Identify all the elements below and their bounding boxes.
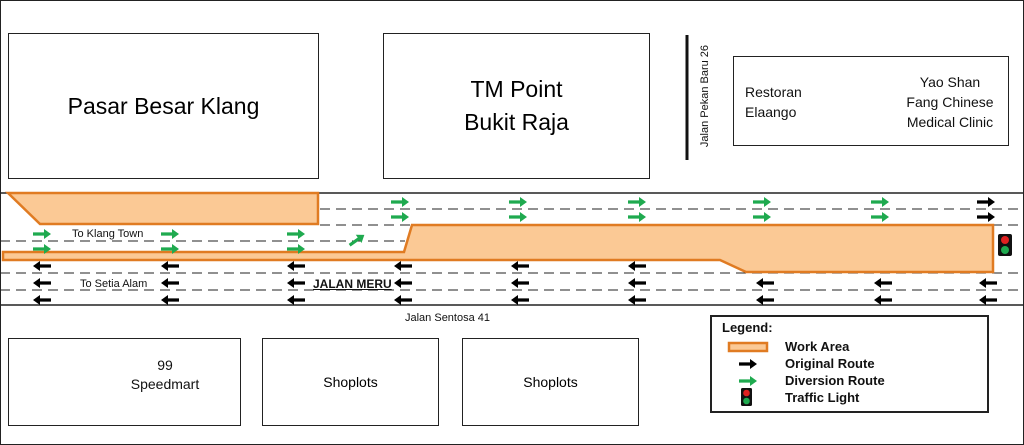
original-arrow-icon — [161, 295, 179, 305]
building-label: TM Point — [470, 76, 563, 102]
original-arrow-icon — [287, 261, 305, 271]
original-arrow-icon — [977, 197, 995, 207]
jalan-pekan-baru-label: Jalan Pekan Baru 26 — [699, 44, 711, 148]
original-arrow-icon — [33, 261, 51, 271]
original-arrow-icon — [756, 278, 774, 288]
diversion-arrow-icon — [161, 244, 179, 254]
original-arrow-icon — [628, 278, 646, 288]
legend-work-area-swatch — [727, 341, 769, 353]
original-arrow-icon — [756, 295, 774, 305]
original-arrow-icon — [394, 261, 412, 271]
legend-diversion-route-label: Diversion Route — [785, 373, 885, 388]
original-arrow-icon — [394, 278, 412, 288]
building-label: Shoplots — [523, 374, 578, 390]
diversion-arrow-icon — [509, 197, 527, 207]
diversion-arrow-icon — [348, 234, 365, 247]
traffic-light-icon — [998, 234, 1012, 256]
diversion-arrow-icon — [287, 229, 305, 239]
jalan-meru-label: JALAN MERU — [313, 277, 392, 291]
legend-traffic-light-icon — [741, 388, 752, 406]
legend-traffic-light-label: Traffic Light — [785, 390, 860, 405]
to-setia-alam-label: To Setia Alam — [80, 278, 148, 290]
diversion-arrow-icon — [33, 229, 51, 239]
diversion-arrow-icon — [628, 212, 646, 222]
legend-title: Legend: — [722, 320, 773, 335]
original-arrow-icon — [161, 278, 179, 288]
original-arrow-icon — [511, 261, 529, 271]
original-arrow-icon — [511, 295, 529, 305]
original-arrow-icon — [874, 278, 892, 288]
legend-original-arrow-icon — [739, 359, 757, 369]
original-arrow-icon — [979, 278, 997, 288]
diversion-arrow-icon — [161, 229, 179, 239]
diversion-arrow-icon — [287, 244, 305, 254]
building-shoplots-1: Shoplots — [262, 338, 439, 426]
legend-work-area-label: Work Area — [785, 339, 850, 354]
original-arrow-icon — [287, 295, 305, 305]
original-arrow-icon — [628, 295, 646, 305]
diversion-arrow-icon — [753, 197, 771, 207]
original-arrow-icon — [979, 295, 997, 305]
work-area-main — [1, 223, 995, 274]
original-arrow-icon — [394, 295, 412, 305]
original-arrow-icon — [511, 278, 529, 288]
building-row-restoran-clinic — [733, 56, 1009, 146]
legend-box — [710, 315, 989, 413]
legend-original-route-label: Original Route — [785, 356, 875, 371]
legend-diversion-arrow-icon — [739, 376, 757, 386]
diversion-arrow-icon — [391, 197, 409, 207]
diversion-arrow-icon — [509, 212, 527, 222]
jalan-sentosa-label: Jalan Sentosa 41 — [405, 312, 491, 324]
building-pasar-besar-klang: Pasar Besar Klang — [8, 33, 319, 179]
building-shoplots-2: Shoplots — [462, 338, 639, 426]
original-arrow-icon — [874, 295, 892, 305]
original-arrow-icon — [977, 212, 995, 222]
original-arrow-icon — [287, 278, 305, 288]
diversion-arrow-icon — [871, 212, 889, 222]
diversion-arrow-icon — [628, 197, 646, 207]
diversion-arrow-icon — [871, 197, 889, 207]
diversion-arrow-icon — [33, 244, 51, 254]
original-arrow-icon — [161, 261, 179, 271]
diversion-arrow-icon — [753, 212, 771, 222]
to-klang-town-label: To Klang Town — [72, 228, 144, 240]
building-99-speedmart — [8, 338, 241, 426]
original-arrow-icon — [628, 261, 646, 271]
building-label: Shoplots — [323, 374, 378, 390]
building-label: Bukit Raja — [464, 109, 569, 135]
original-arrow-icon — [33, 295, 51, 305]
building-label: Pasar Besar Klang — [67, 92, 260, 119]
work-area-top — [4, 191, 320, 226]
original-arrow-icon — [33, 278, 51, 288]
diversion-arrow-icon — [391, 212, 409, 222]
